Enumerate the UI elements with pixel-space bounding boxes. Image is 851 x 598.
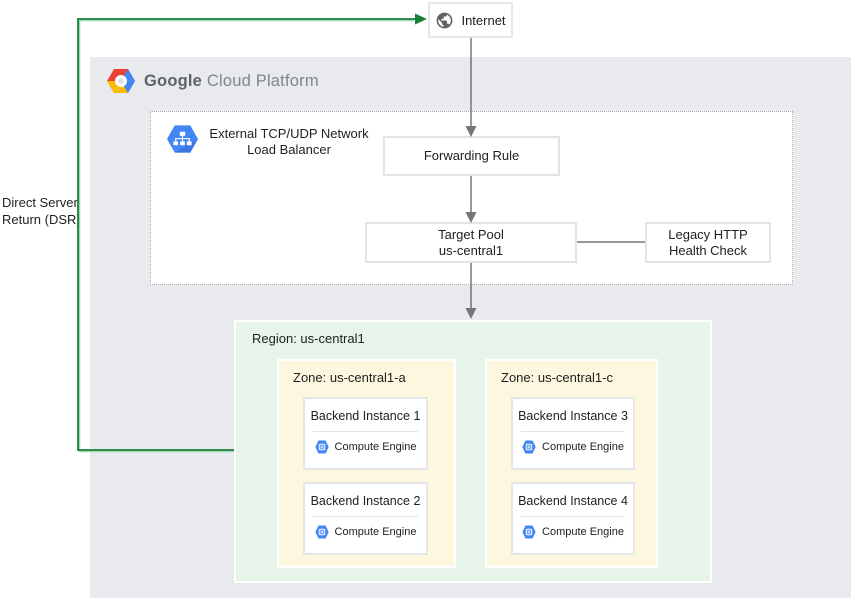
backend-instance-title: Backend Instance 3 — [518, 409, 628, 423]
backend-instance-card-3: Backend Instance 3 Compute Engine — [511, 397, 635, 470]
region-label: Region: us-central1 — [252, 331, 365, 346]
compute-engine-label: Compute Engine — [334, 526, 417, 538]
target-pool-line1: Target Pool — [438, 226, 504, 242]
internet-node: Internet — [428, 2, 513, 38]
zone-c-label: Zone: us-central1-c — [501, 370, 613, 385]
backend-instance-card-2: Backend Instance 2 Compute Engine — [303, 482, 428, 555]
dsr-label-line2: Return (DSR) — [2, 212, 81, 227]
internet-label: Internet — [461, 12, 506, 28]
target-pool-line2: us-central1 — [438, 242, 504, 258]
health-check-line2: Health Check — [668, 242, 748, 258]
card-divider — [313, 431, 418, 432]
gcp-brand-secondary: Cloud Platform — [206, 71, 319, 90]
gcp-brand-text: Google Cloud Platform — [144, 72, 319, 91]
backend-instance-card-4: Backend Instance 4 Compute Engine — [511, 482, 635, 555]
compute-engine-icon — [314, 440, 329, 454]
load-balancer-icon — [167, 125, 198, 153]
compute-engine-label: Compute Engine — [334, 441, 417, 453]
backend-instance-title: Backend Instance 2 — [310, 494, 421, 508]
backend-instance-title: Backend Instance 1 — [310, 409, 421, 423]
gcp-logo-icon — [107, 69, 135, 93]
health-check-node: Legacy HTTP Health Check — [645, 222, 771, 263]
card-divider — [313, 516, 418, 517]
compute-engine-icon — [522, 440, 536, 454]
target-pool-node: Target Pool us-central1 — [365, 222, 577, 263]
compute-engine-label: Compute Engine — [542, 526, 624, 538]
load-balancer-title-line1: External TCP/UDP Network — [209, 126, 369, 141]
compute-engine-icon — [314, 525, 329, 539]
forwarding-rule-label: Forwarding Rule — [423, 148, 520, 163]
forwarding-rule-node: Forwarding Rule — [383, 136, 560, 176]
dsr-label: Direct Server Return (DSR) — [2, 194, 81, 228]
compute-engine-label: Compute Engine — [542, 441, 624, 453]
gcp-logo: Google Cloud Platform — [107, 69, 319, 93]
load-balancer-header: External TCP/UDP Network Load Balancer — [167, 125, 369, 158]
backend-instance-title: Backend Instance 4 — [518, 494, 628, 508]
zone-a-label: Zone: us-central1-a — [293, 370, 406, 385]
card-divider — [521, 431, 625, 432]
card-divider — [521, 516, 625, 517]
arrowhead-dsr-internet — [415, 13, 427, 25]
compute-engine-icon — [522, 525, 536, 539]
backend-instance-card-1: Backend Instance 1 Compute Engine — [303, 397, 428, 470]
health-check-line1: Legacy HTTP — [668, 226, 748, 242]
load-balancer-title-line2: Load Balancer — [247, 142, 331, 157]
gcp-brand-primary: Google — [144, 71, 203, 90]
globe-icon — [437, 12, 453, 28]
load-balancer-title: External TCP/UDP Network Load Balancer — [209, 125, 369, 158]
dsr-label-line1: Direct Server — [2, 195, 78, 210]
